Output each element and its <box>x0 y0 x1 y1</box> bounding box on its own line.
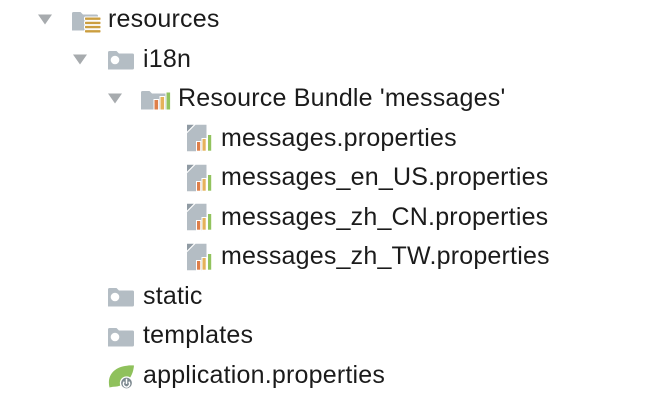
tree-row-messages-en-us-properties[interactable]: messages_en_US.properties <box>0 158 656 198</box>
tree-row-application-properties[interactable]: application.properties <box>0 356 656 396</box>
tree-row-messages-zh-cn-properties[interactable]: messages_zh_CN.properties <box>0 198 656 238</box>
tree-item-label[interactable]: messages.properties <box>221 123 457 152</box>
indent-spacer <box>150 132 166 145</box>
tree-item-label[interactable]: messages_zh_TW.properties <box>221 242 550 271</box>
chevron-down-icon[interactable] <box>37 13 53 26</box>
resource-bundle-file-icon <box>184 243 214 271</box>
tree-item-label[interactable]: application.properties <box>143 360 386 389</box>
folder-icon <box>106 322 136 350</box>
tree-item-label[interactable]: static <box>143 281 203 310</box>
folder-icon <box>106 45 136 73</box>
chevron-down-icon[interactable] <box>72 53 88 66</box>
tree-item-label[interactable]: messages_en_US.properties <box>221 163 549 192</box>
tree-row-messages-properties[interactable]: messages.properties <box>0 119 656 159</box>
tree-row-static[interactable]: static <box>0 277 656 317</box>
tree-row-templates[interactable]: templates <box>0 316 656 356</box>
resource-bundle-folder-icon <box>141 85 172 113</box>
spring-boot-properties-icon <box>106 361 136 390</box>
tree-item-label[interactable]: Resource Bundle 'messages' <box>178 84 506 113</box>
indent-spacer <box>150 250 166 263</box>
tree-row-resources[interactable]: resources <box>0 0 656 40</box>
tree-row-i18n[interactable]: i18n <box>0 40 656 80</box>
indent-spacer <box>72 329 88 342</box>
tree-item-label[interactable]: messages_zh_CN.properties <box>221 202 549 231</box>
tree-item-label[interactable]: templates <box>143 321 254 350</box>
indent-spacer <box>72 369 88 382</box>
resource-bundle-file-icon <box>184 124 214 152</box>
tree-row-resource-bundle-messages[interactable]: Resource Bundle 'messages' <box>0 79 656 119</box>
indent-spacer <box>150 211 166 224</box>
tree-item-label[interactable]: i18n <box>143 44 192 73</box>
indent-spacer <box>150 171 166 184</box>
tree-row-messages-zh-tw-properties[interactable]: messages_zh_TW.properties <box>0 237 656 277</box>
indent-spacer <box>72 290 88 303</box>
resource-bundle-file-icon <box>184 203 214 231</box>
resource-bundle-file-icon <box>184 164 214 192</box>
resources-folder-icon <box>71 6 102 34</box>
folder-icon <box>106 282 136 310</box>
chevron-down-icon[interactable] <box>107 92 123 105</box>
tree-item-label[interactable]: resources <box>108 5 220 34</box>
